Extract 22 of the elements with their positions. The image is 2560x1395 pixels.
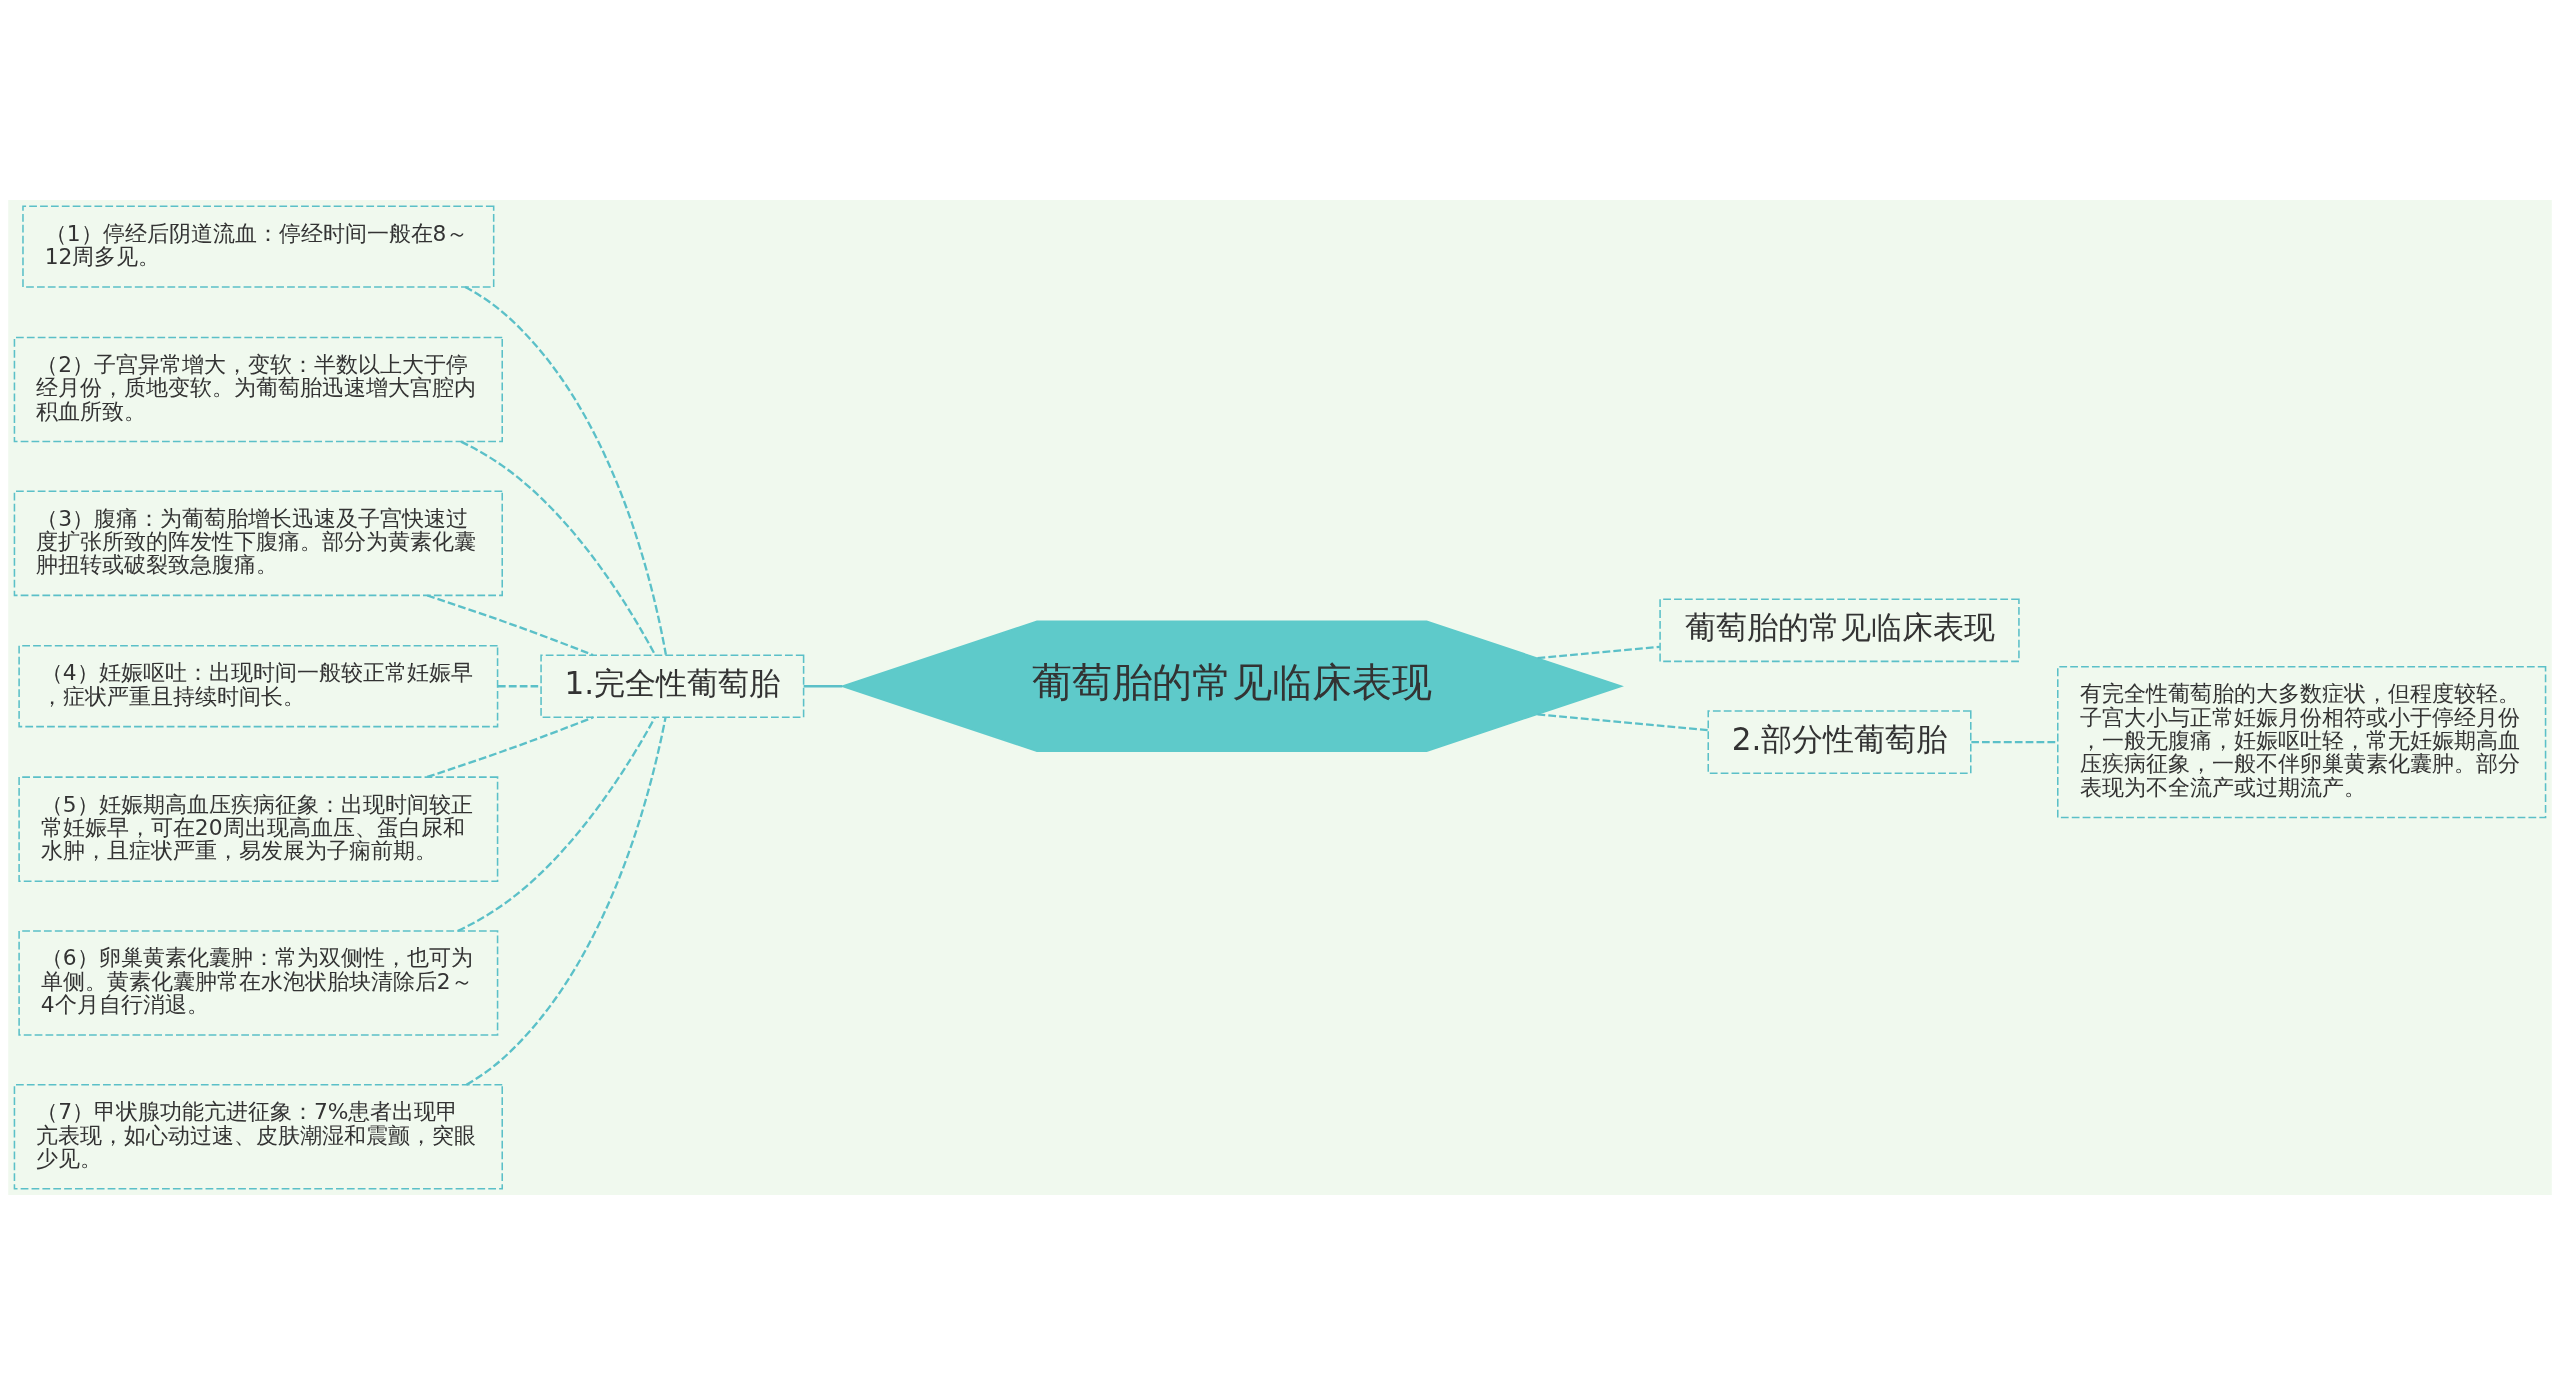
connector [457,717,656,932]
connector [464,286,668,655]
connector [426,594,594,657]
connector [1971,741,2058,744]
connector [803,685,843,688]
connector [465,717,667,1086]
node-box: 1.完全性葡萄胎 [540,654,805,719]
connector [1537,645,1660,660]
node-box: （2）子宫异常增大，变软：半数以上大于停经月份，质地变软。为葡萄胎迅速增大宫腔内积血所致。 [13,336,503,443]
node-box: （5）妊娠期高血压疾病征象：出现时间较正常妊娠早，可在20周出现高血压、蛋白尿和水肿，且症状严重，易发展为子痫前期。 [18,776,499,882]
connector [460,440,657,656]
node-box: （6）卵巢黄素化囊肿：常为双侧性，也可为单侧。黄素化囊肿常在水泡状胎块清除后2～4个月自行消退。 [18,930,499,1036]
node-box: 葡萄胎的常见临床表现 [1659,598,2020,663]
node-box: （4）妊娠呕吐：出现时间一般较正常妊娠早，症状严重且持续时间长。 [18,645,499,728]
connector [497,685,541,688]
node-box: 2.部分性葡萄胎 [1707,710,1972,774]
connector [1537,713,1708,732]
node-box: 有完全性葡萄胎的大多数症状，但程度较轻。子宫大小与正常妊娠月份相符或小于停经月份，一般无腹痛，妊娠呕吐轻，常无妊娠期高血压疾病征象，一般不伴卵巢黄素化囊肿。部分表现为不全流产或过期流产。 [2057,666,2547,819]
node-box: （3）腹痛：为葡萄胎增长迅速及子宫快速过度扩张所致的阵发性下腹痛。部分为黄素化囊肿扭转或破裂致急腹痛。 [13,490,503,597]
connector [426,716,594,779]
node-box: （1）停经后阴道流血：停经时间一般在8～12周多见。 [22,205,495,288]
node-box: （7）甲状腺功能亢进征象：7%患者出现甲亢表现，如心动过速、皮肤潮湿和震颤，突眼少见。 [13,1083,503,1190]
